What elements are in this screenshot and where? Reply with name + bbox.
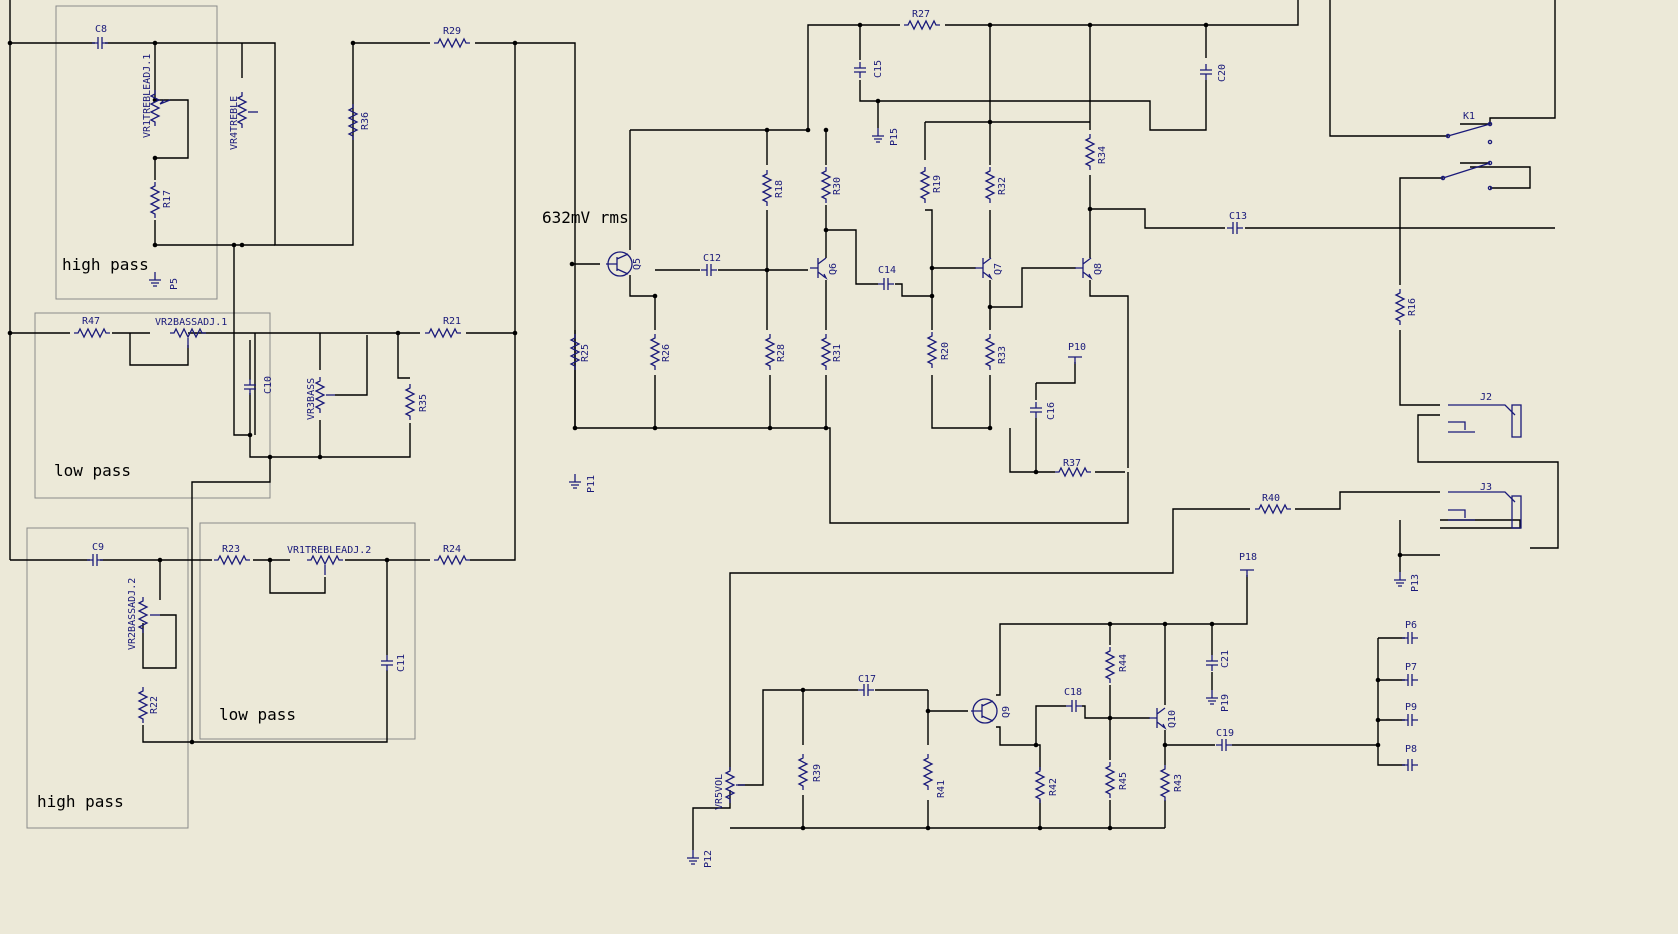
label-c19: C19 bbox=[1216, 728, 1234, 739]
label-r27: R27 bbox=[912, 9, 930, 20]
section-notes: high pass low pass high pass low pass 63… bbox=[37, 208, 629, 811]
label-p12: P12 bbox=[703, 850, 714, 868]
label-r34: R34 bbox=[1097, 146, 1108, 164]
label-r41: R41 bbox=[936, 780, 947, 798]
label-k1: K1 bbox=[1463, 111, 1475, 122]
label-c8: C8 bbox=[95, 24, 107, 35]
label-c20: C20 bbox=[1217, 64, 1228, 82]
grounds bbox=[148, 127, 1407, 865]
label-r36: R36 bbox=[360, 112, 371, 130]
label-vr2bassadj1: VR2BASSADJ.1 bbox=[155, 317, 227, 328]
label-r33: R33 bbox=[997, 346, 1008, 364]
component-labels: C8 C9 R29 R47 R21 R23 R24 R27 R37 R40 VR… bbox=[82, 9, 1492, 868]
relay-switch bbox=[1440, 121, 1493, 191]
label-vr2bassadj2: VR2BASSADJ.2 bbox=[127, 578, 138, 650]
label-r45: R45 bbox=[1118, 772, 1129, 790]
canvas-margin-right bbox=[1568, 0, 1678, 873]
label-r30: R30 bbox=[832, 177, 843, 195]
label-r35: R35 bbox=[418, 394, 429, 412]
label-c12: C12 bbox=[703, 253, 721, 264]
label-q9: Q9 bbox=[1001, 706, 1012, 718]
label-c21: C21 bbox=[1220, 650, 1231, 668]
label-vr3bass: VR3BASS bbox=[306, 378, 317, 420]
note-signal-level: 632mV rms bbox=[542, 208, 629, 227]
label-vr4treble: VR4TREBLE bbox=[229, 96, 240, 150]
label-r23: R23 bbox=[222, 544, 240, 555]
schematic-canvas: C8 C9 R29 R47 R21 R23 R24 R27 R37 R40 VR… bbox=[7, 0, 1559, 868]
label-q5: Q5 bbox=[632, 258, 643, 270]
label-c15: C15 bbox=[873, 60, 884, 78]
label-q10: Q10 bbox=[1167, 710, 1178, 728]
label-r21: R21 bbox=[443, 316, 461, 327]
label-c16: C16 bbox=[1046, 402, 1057, 420]
label-r32: R32 bbox=[997, 177, 1008, 195]
label-r22: R22 bbox=[149, 696, 160, 714]
label-p7: P7 bbox=[1405, 662, 1417, 673]
note-low-pass-mid: low pass bbox=[54, 461, 131, 480]
label-r37: R37 bbox=[1063, 458, 1081, 469]
label-r18: R18 bbox=[774, 180, 785, 198]
canvas-margin-bottom bbox=[0, 873, 1678, 934]
label-vr5vol: VR5VOL bbox=[714, 774, 725, 810]
label-q8: Q8 bbox=[1093, 263, 1104, 275]
label-r44: R44 bbox=[1118, 654, 1129, 672]
label-p8: P8 bbox=[1405, 744, 1417, 755]
label-c18: C18 bbox=[1064, 687, 1082, 698]
label-p19: P19 bbox=[1220, 694, 1231, 712]
label-c13: C13 bbox=[1229, 211, 1247, 222]
label-p9: P9 bbox=[1405, 702, 1417, 713]
label-j2: J2 bbox=[1480, 392, 1492, 403]
audio-jacks bbox=[1448, 404, 1522, 529]
label-r25: R25 bbox=[580, 344, 591, 362]
resistors bbox=[73, 20, 1405, 804]
label-r42: R42 bbox=[1048, 778, 1059, 796]
label-p13: P13 bbox=[1410, 574, 1421, 592]
label-vr1trebleadj2: VR1TREBLEADJ.2 bbox=[287, 545, 371, 556]
note-low-pass-bottom: low pass bbox=[219, 705, 296, 724]
label-r47: R47 bbox=[82, 316, 100, 327]
label-j3: J3 bbox=[1480, 482, 1492, 493]
label-q7: Q7 bbox=[993, 263, 1004, 275]
label-r19: R19 bbox=[932, 175, 943, 193]
label-r28: R28 bbox=[776, 344, 787, 362]
label-r16: R16 bbox=[1407, 298, 1418, 316]
label-c10: C10 bbox=[263, 376, 274, 394]
label-p18: P18 bbox=[1239, 552, 1257, 563]
schematic-sheet: C8 C9 R29 R47 R21 R23 R24 R27 R37 R40 VR… bbox=[7, 0, 1559, 868]
note-high-pass-bottom: high pass bbox=[37, 792, 124, 811]
label-r24: R24 bbox=[443, 544, 461, 555]
label-r40: R40 bbox=[1262, 493, 1280, 504]
section-boxes bbox=[26, 5, 416, 829]
label-p5: P5 bbox=[169, 278, 180, 290]
label-r39: R39 bbox=[812, 764, 823, 782]
label-r29: R29 bbox=[443, 26, 461, 37]
label-p10: P10 bbox=[1068, 342, 1086, 353]
label-c11: C11 bbox=[396, 654, 407, 672]
label-p6: P6 bbox=[1405, 620, 1417, 631]
potentiometers bbox=[138, 89, 745, 804]
label-r20: R20 bbox=[940, 342, 951, 360]
capacitors bbox=[86, 36, 1419, 772]
transistors bbox=[605, 251, 1166, 729]
label-c14: C14 bbox=[878, 265, 896, 276]
note-high-pass-top: high pass bbox=[62, 255, 149, 274]
label-c17: C17 bbox=[858, 674, 876, 685]
test-points bbox=[1068, 356, 1254, 577]
label-q6: Q6 bbox=[828, 263, 839, 275]
label-p11: P11 bbox=[586, 475, 597, 493]
junction-dots bbox=[7, 22, 1403, 831]
label-r26: R26 bbox=[661, 344, 672, 362]
label-r43: R43 bbox=[1173, 774, 1184, 792]
label-r31: R31 bbox=[832, 344, 843, 362]
label-p15: P15 bbox=[889, 128, 900, 146]
label-c9: C9 bbox=[92, 542, 104, 553]
label-vr1trebleadj1: VR1TREBLEADJ.1 bbox=[142, 54, 153, 138]
label-r17: R17 bbox=[162, 190, 173, 208]
